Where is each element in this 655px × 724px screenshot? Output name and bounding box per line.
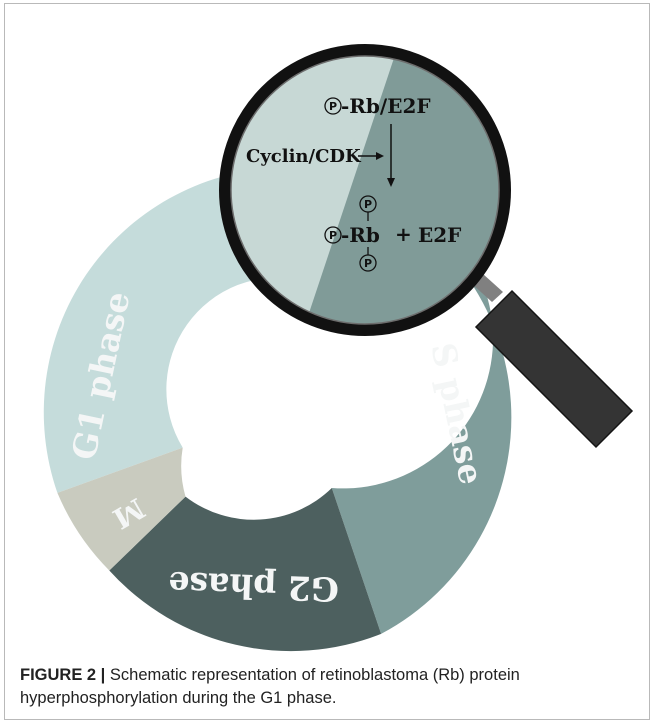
- magnifier-lens: [229, 54, 501, 326]
- arrow-down-icon: [387, 124, 395, 187]
- figure-frame: [4, 3, 650, 720]
- caption-text: Schematic representation of retinoblasto…: [20, 666, 520, 707]
- s-phase-segment: [331, 188, 512, 634]
- svg-text:P: P: [329, 100, 337, 113]
- phosphate-icon: P: [324, 226, 342, 244]
- g2-phase-label: G2 phase: [168, 564, 340, 609]
- hyperphospho-rb-label: -Rb: [341, 223, 380, 247]
- figure-label: FIGURE 2 |: [20, 666, 106, 684]
- phospho-rb-e2f-label: -Rb/E2F: [341, 94, 431, 118]
- magnifying-glass-icon: [219, 44, 511, 336]
- arrow-right-icon: [358, 152, 384, 160]
- phosphate-icon: P: [359, 254, 377, 272]
- plus-sign: +: [395, 222, 412, 246]
- magnifier-handle: [472, 274, 634, 449]
- svg-text:P: P: [329, 229, 337, 242]
- phosphate-icon: P: [324, 97, 342, 115]
- m-phase-segment: [57, 447, 186, 571]
- svg-text:P: P: [364, 257, 372, 270]
- g2-phase-segment: [109, 488, 382, 652]
- cell-cycle-diagram: G1 phase S phase G2 phase M P -Rb/E2F Cy…: [43, 44, 634, 652]
- figure-caption: FIGURE 2 | Schematic representation of r…: [20, 664, 630, 710]
- svg-text:P: P: [364, 198, 372, 211]
- cyclin-cdk-label: Cyclin/CDK: [246, 146, 362, 167]
- e2f-label: E2F: [418, 223, 461, 247]
